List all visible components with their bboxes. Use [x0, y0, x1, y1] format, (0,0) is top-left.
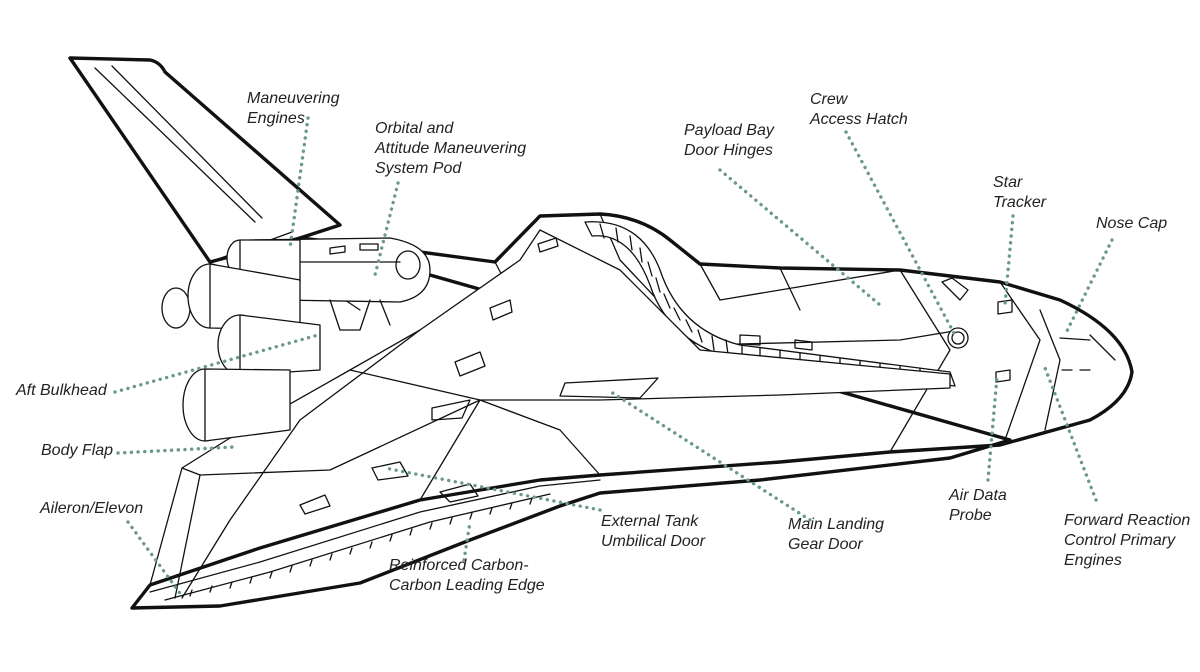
leader-payload-bay-door-hinges [718, 168, 882, 307]
main-engine-nozzles [161, 239, 321, 442]
label-payload-bay-door-hinges: Payload Bay Door Hinges [684, 122, 774, 159]
leader-external-tank-umbilical [383, 466, 602, 512]
label-forward-rcs: Forward Reaction Control Primary Engines [1064, 512, 1191, 569]
leader-maneuvering-engines [288, 116, 310, 250]
leader-crew-access-hatch [844, 130, 957, 337]
label-star-tracker: Star Tracker [993, 174, 1047, 211]
leader-nose-cap [1064, 238, 1114, 335]
label-crew-access-hatch: Crew Access Hatch [810, 91, 908, 128]
label-main-landing-gear-door: Main Landing Gear Door [788, 516, 885, 553]
leader-star-tracker [1003, 214, 1015, 306]
leader-main-landing-gear-door [606, 388, 812, 522]
label-aileron-elevon: Aileron/Elevon [40, 500, 144, 517]
orbiter-fuselage [130, 212, 1134, 610]
leader-air-data-probe [986, 375, 999, 482]
leader-aft-bulkhead [113, 333, 320, 394]
left-wing [149, 229, 951, 599]
label-external-tank-umbilical: External Tank Umbilical Door [601, 513, 706, 550]
label-reinforced-carbon: Reinforced Carbon- Carbon Leading Edge [389, 557, 545, 594]
leader-reinforced-carbon [462, 520, 472, 562]
leader-lines [113, 116, 1114, 598]
leader-oms-pod [373, 181, 400, 277]
leader-body-flap [116, 445, 236, 455]
label-air-data-probe: Air Data Probe [949, 487, 1007, 524]
leader-aileron-elevon [126, 520, 184, 598]
label-maneuvering-engines: Maneuvering Engines [247, 90, 340, 127]
leading-edge-strip [149, 479, 601, 601]
label-body-flap: Body Flap [41, 442, 114, 459]
label-nose-cap: Nose Cap [1096, 215, 1168, 232]
label-oms-pod: Orbital and Attitude Maneuvering System … [375, 120, 527, 177]
label-aft-bulkhead: Aft Bulkhead [16, 382, 107, 399]
